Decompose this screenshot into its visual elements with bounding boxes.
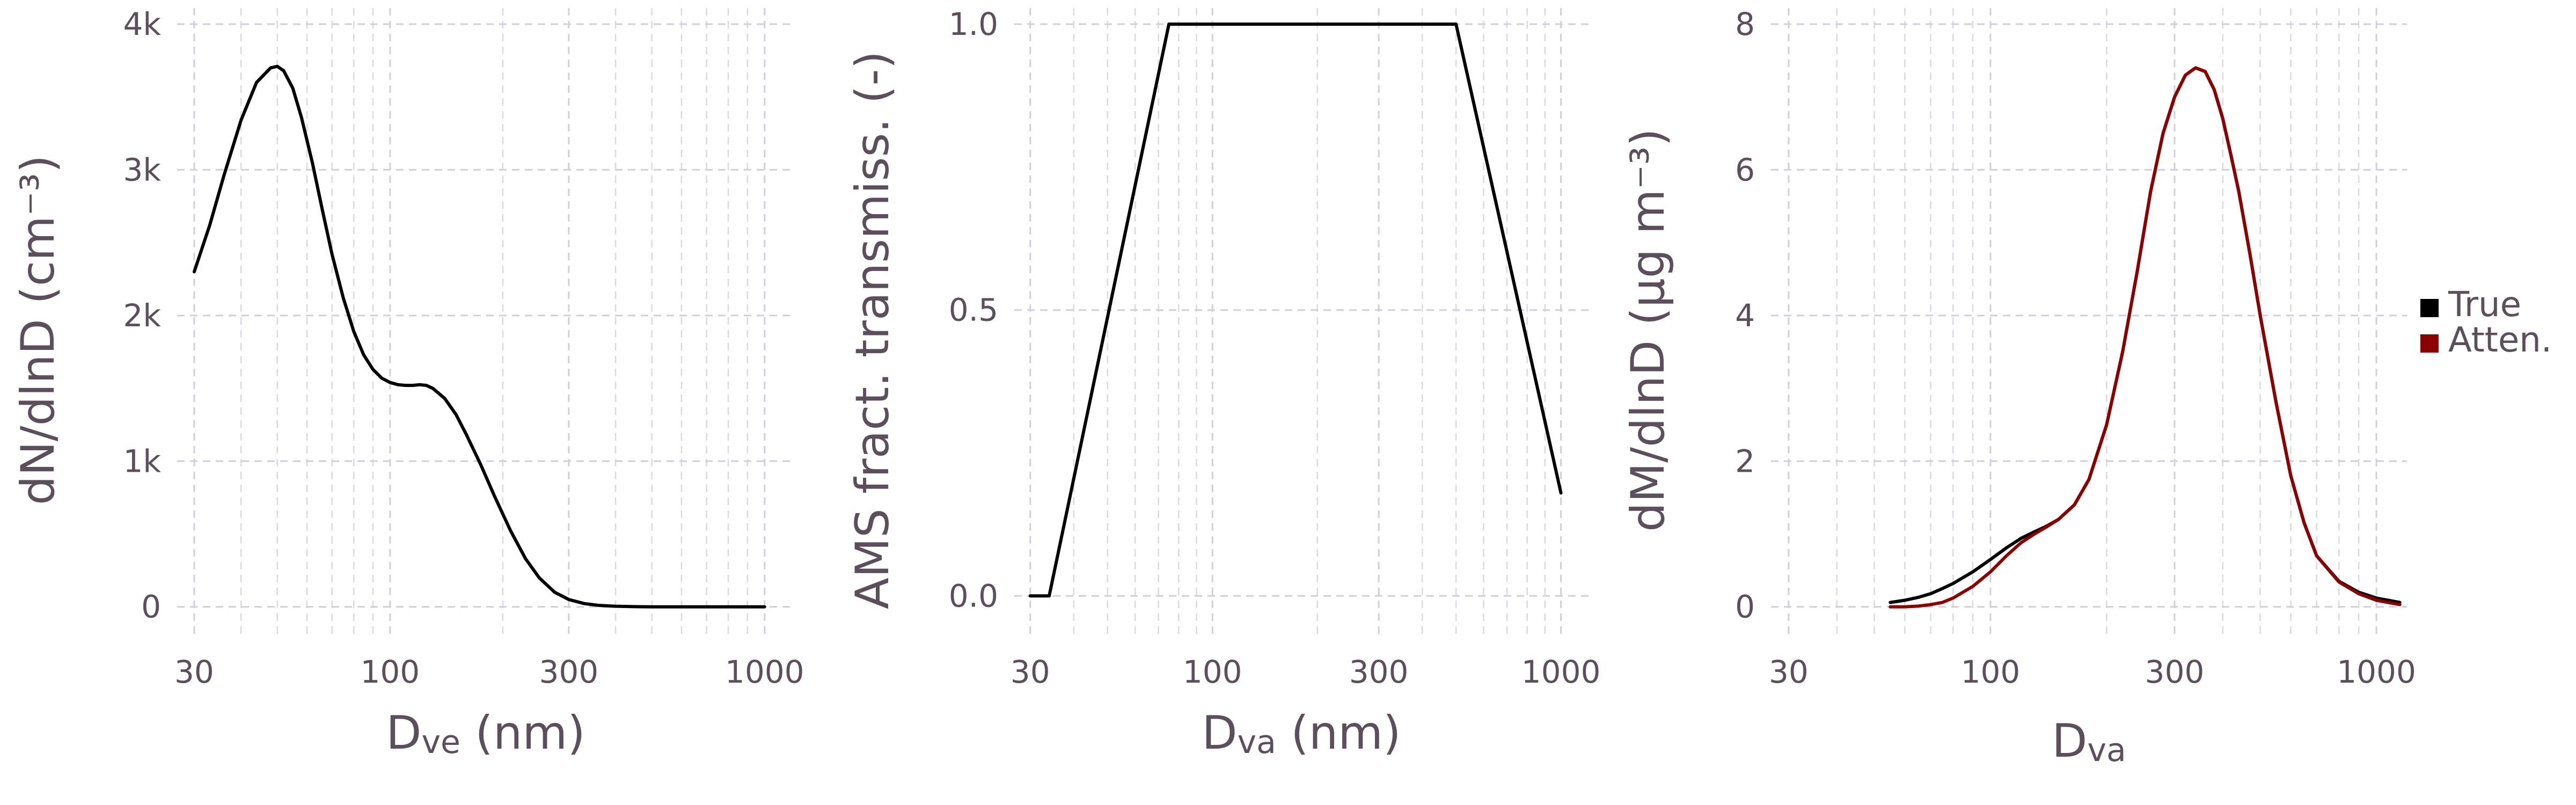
grid — [1771, 8, 2407, 636]
series-line-1 — [192, 64, 766, 609]
y-tick-label: 4 — [1735, 297, 1755, 334]
grid — [1014, 8, 1589, 636]
y-axis-title: AMS fract. transmiss. (-) — [846, 51, 899, 609]
x-tick-label: 300 — [539, 654, 598, 690]
x-tick-label: 1000 — [2337, 654, 2416, 690]
y-tick-label: 6 — [1735, 151, 1755, 188]
x-tick-label: 30 — [1769, 654, 1809, 690]
legend-label: True — [2448, 285, 2521, 325]
x-tick-label: 30 — [174, 654, 214, 690]
y-axis-title: dM/dlnD (µg m⁻³) — [1621, 128, 1675, 532]
series-line-atten — [1889, 66, 2402, 609]
y-axis-title: dN/dlnD (cm⁻³) — [11, 155, 65, 505]
y-tick-label: 4k — [123, 6, 162, 42]
y-tick-label: 0 — [1735, 589, 1755, 625]
legend-swatch — [2420, 299, 2439, 317]
x-tick-label: 300 — [1349, 654, 1409, 690]
y-tick-label: 0 — [141, 589, 161, 625]
x-tick-label: 1000 — [725, 654, 804, 690]
y-tick-label: 2k — [123, 297, 162, 334]
y-tick-label: 8 — [1735, 6, 1755, 42]
y-tick-label: 3k — [123, 151, 162, 188]
x-tick-label: 300 — [2145, 654, 2205, 690]
legend-swatch — [2420, 334, 2439, 353]
series-line-true — [1889, 66, 2402, 604]
x-axis-title: Dva — [2052, 714, 2126, 769]
y-tick-label: 1k — [123, 443, 162, 479]
x-tick-label: 100 — [360, 654, 420, 690]
x-tick-label: 30 — [1011, 654, 1050, 690]
x-tick-label: 1000 — [1521, 654, 1601, 690]
x-axis-title: Dve (nm) — [386, 706, 585, 761]
x-tick-label: 100 — [1961, 654, 2021, 690]
x-axis-title: Dva (nm) — [1202, 706, 1401, 761]
series-line-1 — [1028, 23, 1563, 598]
y-tick-label: 1.0 — [949, 6, 998, 42]
grid — [177, 8, 794, 636]
y-tick-label: 2 — [1735, 443, 1755, 479]
legend-label: Atten. — [2448, 320, 2552, 360]
y-tick-label: 0.0 — [949, 577, 998, 614]
x-tick-label: 100 — [1183, 654, 1242, 690]
y-tick-label: 0.5 — [949, 292, 998, 328]
